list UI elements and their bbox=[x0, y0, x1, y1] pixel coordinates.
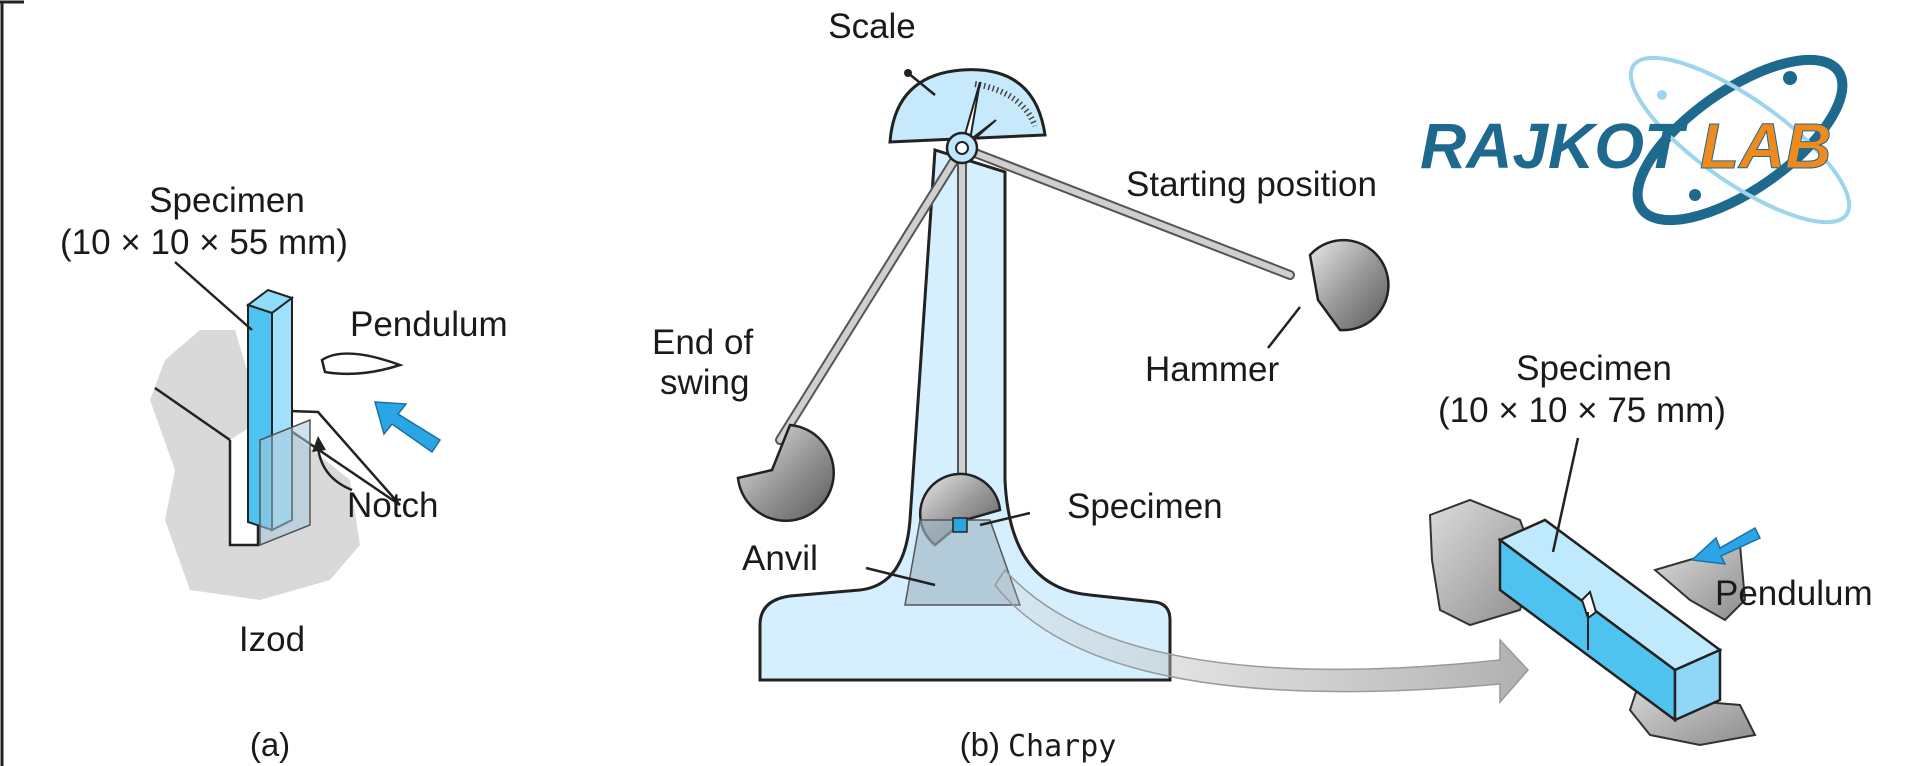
caption-b-prefix: (b) bbox=[960, 726, 1000, 763]
rajkot-lab-logo: RAJKOT LAB bbox=[1420, 54, 1852, 226]
detail-specimen-label: Specimen bbox=[1516, 349, 1672, 388]
detail-specimen-size: (10 × 10 × 75 mm) bbox=[1438, 391, 1726, 430]
charpy-machine: Scale Starting position End of swing Ham… bbox=[652, 7, 1530, 764]
charpy-specimen-label: Specimen bbox=[1067, 487, 1223, 526]
caption-b-name: Charpy bbox=[1008, 729, 1116, 764]
caption-a: (a) bbox=[250, 726, 290, 763]
hammer-start bbox=[1308, 238, 1390, 332]
logo-text-lab: LAB bbox=[1700, 110, 1832, 182]
izod-pendulum-label: Pendulum bbox=[350, 305, 508, 344]
hammer-end-of-swing bbox=[736, 423, 835, 523]
scale-label: Scale bbox=[828, 7, 916, 46]
izod-specimen-size: (10 × 10 × 55 mm) bbox=[60, 223, 348, 262]
detail-arrow-icon bbox=[994, 568, 1530, 704]
detail-pendulum-label: Pendulum bbox=[1715, 574, 1873, 613]
hammer-label: Hammer bbox=[1145, 350, 1280, 389]
charpy-scale bbox=[888, 68, 1047, 144]
izod-name-label: Izod bbox=[239, 620, 305, 659]
izod-pendulum bbox=[320, 352, 404, 376]
starting-position-label: Starting position bbox=[1126, 165, 1377, 204]
charpy-specimen bbox=[952, 517, 968, 533]
charpy-detail: Specimen (10 × 10 × 75 mm) Pendulum bbox=[1428, 349, 1873, 747]
izod-impact-arrow-icon bbox=[373, 401, 442, 454]
izod-diagram: Specimen (10 × 10 × 55 mm) Pendulum Notc… bbox=[60, 181, 508, 763]
end-of-swing-label-1: End of bbox=[652, 323, 753, 362]
frame-edge bbox=[0, 0, 24, 766]
anvil-label: Anvil bbox=[742, 539, 818, 578]
izod-specimen-label: Specimen bbox=[149, 181, 305, 220]
detail-impact-arrow-icon bbox=[1690, 526, 1762, 565]
end-of-swing-label-2: swing bbox=[660, 363, 749, 402]
logo-text-rajkot: RAJKOT bbox=[1420, 110, 1688, 182]
izod-notch-label: Notch bbox=[347, 486, 438, 525]
